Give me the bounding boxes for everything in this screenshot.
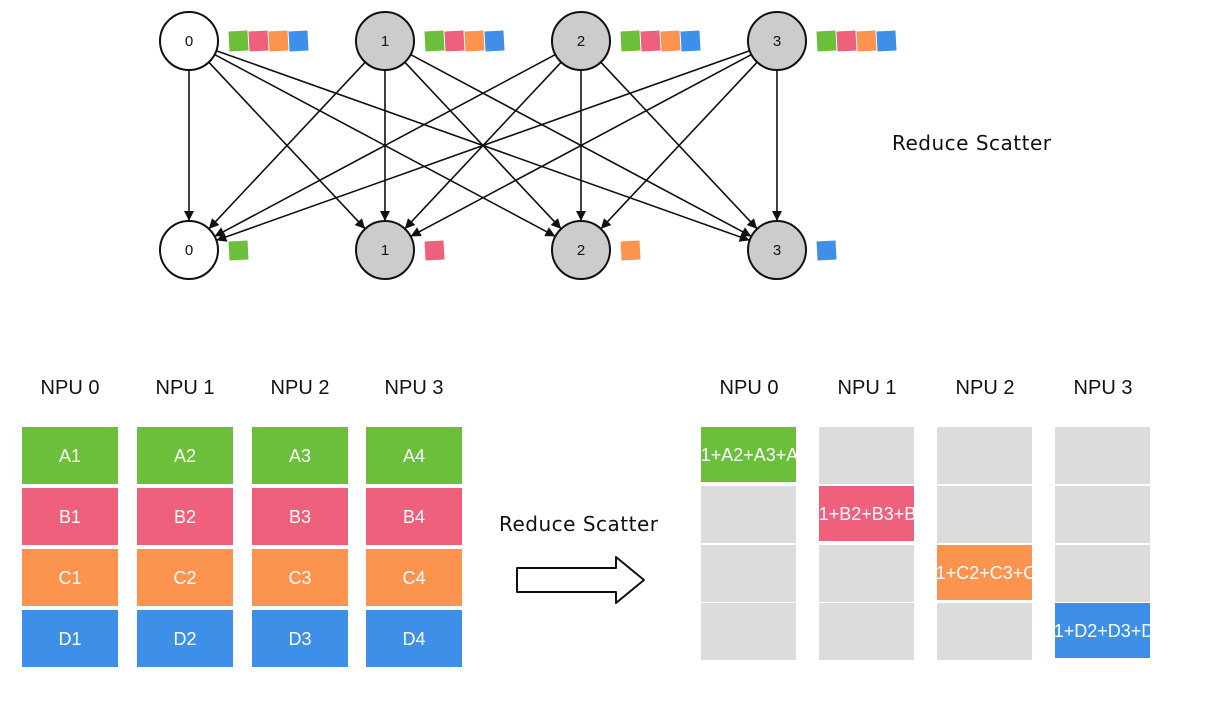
top-swatch-2-b bbox=[640, 30, 661, 52]
top-swatch-2-a bbox=[620, 30, 641, 52]
empty-cell bbox=[937, 603, 1032, 660]
empty-cell bbox=[819, 603, 914, 660]
graph-nodes: 0 1 2 3 0 1 2 3 bbox=[159, 11, 807, 280]
cell-b2: B2 bbox=[137, 488, 233, 545]
bottom-node-label-3: 3 bbox=[773, 242, 781, 259]
graph-edges bbox=[184, 49, 782, 242]
result-d: D1+D2+D3+D4 bbox=[1041, 603, 1164, 658]
edge-3-to-1 bbox=[410, 53, 752, 237]
cell-d1: D1 bbox=[22, 610, 118, 667]
bottom-node-label-2: 2 bbox=[577, 242, 585, 259]
cell-a1: A1 bbox=[22, 427, 118, 484]
empty-cell bbox=[701, 603, 796, 660]
edge-2-to-0 bbox=[214, 53, 556, 237]
top-swatch-3-c bbox=[856, 30, 877, 52]
graph-title: Reduce Scatter bbox=[892, 131, 1052, 155]
cell-c2: C2 bbox=[137, 549, 233, 606]
cell-b3: B3 bbox=[252, 488, 348, 545]
top-swatch-0-a bbox=[228, 30, 249, 52]
top-node-label-3: 3 bbox=[773, 33, 781, 50]
edge-3-to-0 bbox=[216, 49, 750, 242]
bottom-node-label-0: 0 bbox=[185, 242, 193, 259]
empty-cell bbox=[937, 486, 1032, 543]
cell-c1: C1 bbox=[22, 549, 118, 606]
empty-cell bbox=[701, 545, 796, 602]
left-header-npu0: NPU 0 bbox=[40, 377, 100, 399]
graph-swatches bbox=[228, 30, 897, 261]
right-header-npu2: NPU 2 bbox=[955, 377, 1015, 399]
bottom-swatch-2 bbox=[620, 240, 641, 261]
top-node-label-2: 2 bbox=[577, 33, 585, 50]
right-header-npu3: NPU 3 bbox=[1073, 377, 1133, 399]
arrow-label: Reduce Scatter bbox=[499, 512, 659, 536]
cell-c3: C3 bbox=[252, 549, 348, 606]
top-node-label-0: 0 bbox=[185, 33, 193, 50]
cell-c4: C4 bbox=[366, 549, 462, 606]
right-arrow-icon bbox=[516, 556, 645, 604]
right-header-npu1: NPU 1 bbox=[837, 377, 897, 399]
cell-d2: D2 bbox=[137, 610, 233, 667]
top-swatch-2-c bbox=[660, 30, 681, 52]
empty-cell bbox=[701, 486, 796, 543]
top-swatch-3-b bbox=[836, 30, 857, 52]
bottom-node-1 bbox=[355, 220, 415, 280]
cell-a3: A3 bbox=[252, 427, 348, 484]
empty-cell bbox=[819, 545, 914, 602]
result-a: A1+A2+A3+A4 bbox=[689, 427, 808, 482]
cell-a4: A4 bbox=[366, 427, 462, 484]
bottom-node-3 bbox=[747, 220, 807, 280]
top-node-label-1: 1 bbox=[381, 33, 389, 50]
top-swatch-0-b bbox=[248, 30, 269, 52]
empty-cell bbox=[1055, 545, 1150, 602]
cell-a2: A2 bbox=[137, 427, 233, 484]
top-swatch-1-a bbox=[424, 30, 445, 52]
reduce-scatter-graph: 0 1 2 3 0 1 2 3 bbox=[159, 11, 897, 280]
right-header-npu0: NPU 0 bbox=[719, 377, 779, 399]
cell-d3: D3 bbox=[252, 610, 348, 667]
bottom-swatch-3 bbox=[816, 240, 837, 261]
cell-d4: D4 bbox=[366, 610, 462, 667]
bottom-swatch-0 bbox=[228, 240, 249, 261]
edge-3-to-2 bbox=[600, 61, 758, 229]
left-header-npu3: NPU 3 bbox=[384, 377, 444, 399]
top-node-2 bbox=[551, 11, 611, 71]
bottom-node-0 bbox=[159, 220, 219, 280]
cell-b4: B4 bbox=[366, 488, 462, 545]
top-swatch-1-b bbox=[444, 30, 465, 52]
top-node-3 bbox=[747, 11, 807, 71]
bottom-swatch-1 bbox=[424, 240, 445, 261]
bottom-node-2 bbox=[551, 220, 611, 280]
top-swatch-1-d bbox=[484, 30, 505, 52]
top-swatch-1-c bbox=[464, 30, 485, 52]
top-node-1 bbox=[355, 11, 415, 71]
result-c: C1+C2+C3+C4 bbox=[923, 545, 1046, 600]
empty-cell bbox=[819, 427, 914, 484]
left-header-npu2: NPU 2 bbox=[270, 377, 330, 399]
edge-1-to-0 bbox=[208, 61, 366, 229]
empty-cell bbox=[1055, 486, 1150, 543]
bottom-node-label-1: 1 bbox=[381, 242, 389, 259]
cell-b1: B1 bbox=[22, 488, 118, 545]
top-swatch-0-c bbox=[268, 30, 289, 52]
top-swatch-0-d bbox=[288, 30, 309, 52]
empty-cell bbox=[1055, 427, 1150, 484]
left-header-npu1: NPU 1 bbox=[155, 377, 215, 399]
result-b: B1+B2+B3+B4 bbox=[807, 486, 926, 541]
empty-cell bbox=[937, 427, 1032, 484]
top-swatch-2-d bbox=[680, 30, 701, 52]
top-node-0 bbox=[159, 11, 219, 71]
top-swatch-3-d bbox=[876, 30, 897, 52]
top-swatch-3-a bbox=[816, 30, 837, 52]
